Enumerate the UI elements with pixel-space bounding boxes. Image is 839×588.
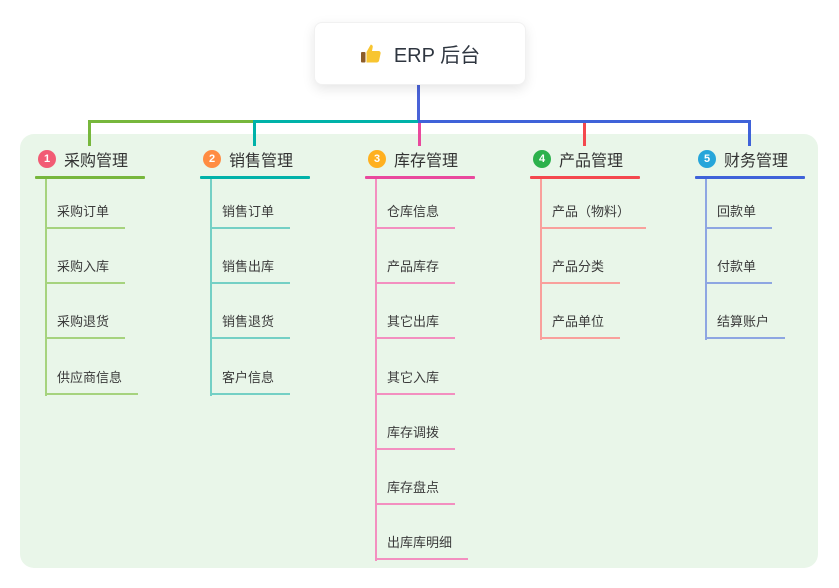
branch-title: 财务管理 <box>724 153 789 170</box>
child-node[interactable]: 产品单位 <box>540 312 621 339</box>
branch-drop-line <box>748 123 751 146</box>
branch-node[interactable]: 2 销售管理 <box>203 148 293 170</box>
child-node[interactable]: 采购订单 <box>45 202 126 229</box>
child-node[interactable]: 供应商信息 <box>45 368 139 395</box>
child-node[interactable]: 其它出库 <box>375 312 456 339</box>
child-node[interactable]: 采购退货 <box>45 312 126 339</box>
branch-title: 产品管理 <box>559 153 624 170</box>
thumbs-up-icon <box>360 42 384 66</box>
child-node[interactable]: 采购入库 <box>45 257 126 284</box>
branch-number-badge: 2 <box>203 150 221 168</box>
child-node[interactable]: 其它入库 <box>375 368 456 395</box>
trunk-segment <box>88 120 253 123</box>
branch-underline <box>365 176 475 179</box>
child-node[interactable]: 产品（物料） <box>540 202 647 229</box>
child-node[interactable]: 付款单 <box>705 257 773 284</box>
child-node[interactable]: 产品分类 <box>540 257 621 284</box>
branch-drop-line <box>253 123 256 146</box>
branch-node[interactable]: 5 财务管理 <box>698 148 788 170</box>
branch-number-badge: 4 <box>533 150 551 168</box>
branch-underline <box>35 176 145 179</box>
mindmap-panel <box>20 134 818 568</box>
branch-drop-line <box>583 123 586 146</box>
branch-drop-line <box>418 123 421 146</box>
children-connector-line <box>375 177 377 561</box>
child-node[interactable]: 产品库存 <box>375 257 456 284</box>
branch-underline <box>200 176 310 179</box>
branch-title: 采购管理 <box>64 153 129 170</box>
children-connector-line <box>45 177 47 396</box>
children-connector-line <box>540 177 542 340</box>
child-node[interactable]: 客户信息 <box>210 368 291 395</box>
branch-number-badge: 5 <box>698 150 716 168</box>
root-connector-line <box>417 83 420 120</box>
child-node[interactable]: 销售出库 <box>210 257 291 284</box>
branch-title: 销售管理 <box>229 153 294 170</box>
branch-node[interactable]: 4 产品管理 <box>533 148 623 170</box>
trunk-segment <box>418 120 751 123</box>
child-node[interactable]: 销售退货 <box>210 312 291 339</box>
children-connector-line <box>705 177 707 340</box>
root-node[interactable]: ERP 后台 <box>314 22 526 85</box>
child-node[interactable]: 销售订单 <box>210 202 291 229</box>
child-node[interactable]: 出库库明细 <box>375 533 469 560</box>
root-title: ERP 后台 <box>393 45 481 67</box>
children-connector-line <box>210 177 212 396</box>
branch-underline <box>530 176 640 179</box>
child-node[interactable]: 库存调拨 <box>375 423 456 450</box>
child-node[interactable]: 仓库信息 <box>375 202 456 229</box>
branch-underline <box>695 176 805 179</box>
branch-title: 库存管理 <box>394 153 459 170</box>
branch-number-badge: 3 <box>368 150 386 168</box>
child-node[interactable]: 库存盘点 <box>375 478 456 505</box>
branch-number-badge: 1 <box>38 150 56 168</box>
trunk-segment <box>253 120 418 123</box>
branch-drop-line <box>88 123 91 146</box>
child-node[interactable]: 结算账户 <box>705 312 786 339</box>
branch-node[interactable]: 1 采购管理 <box>38 148 128 170</box>
branch-node[interactable]: 3 库存管理 <box>368 148 458 170</box>
child-node[interactable]: 回款单 <box>705 202 773 229</box>
